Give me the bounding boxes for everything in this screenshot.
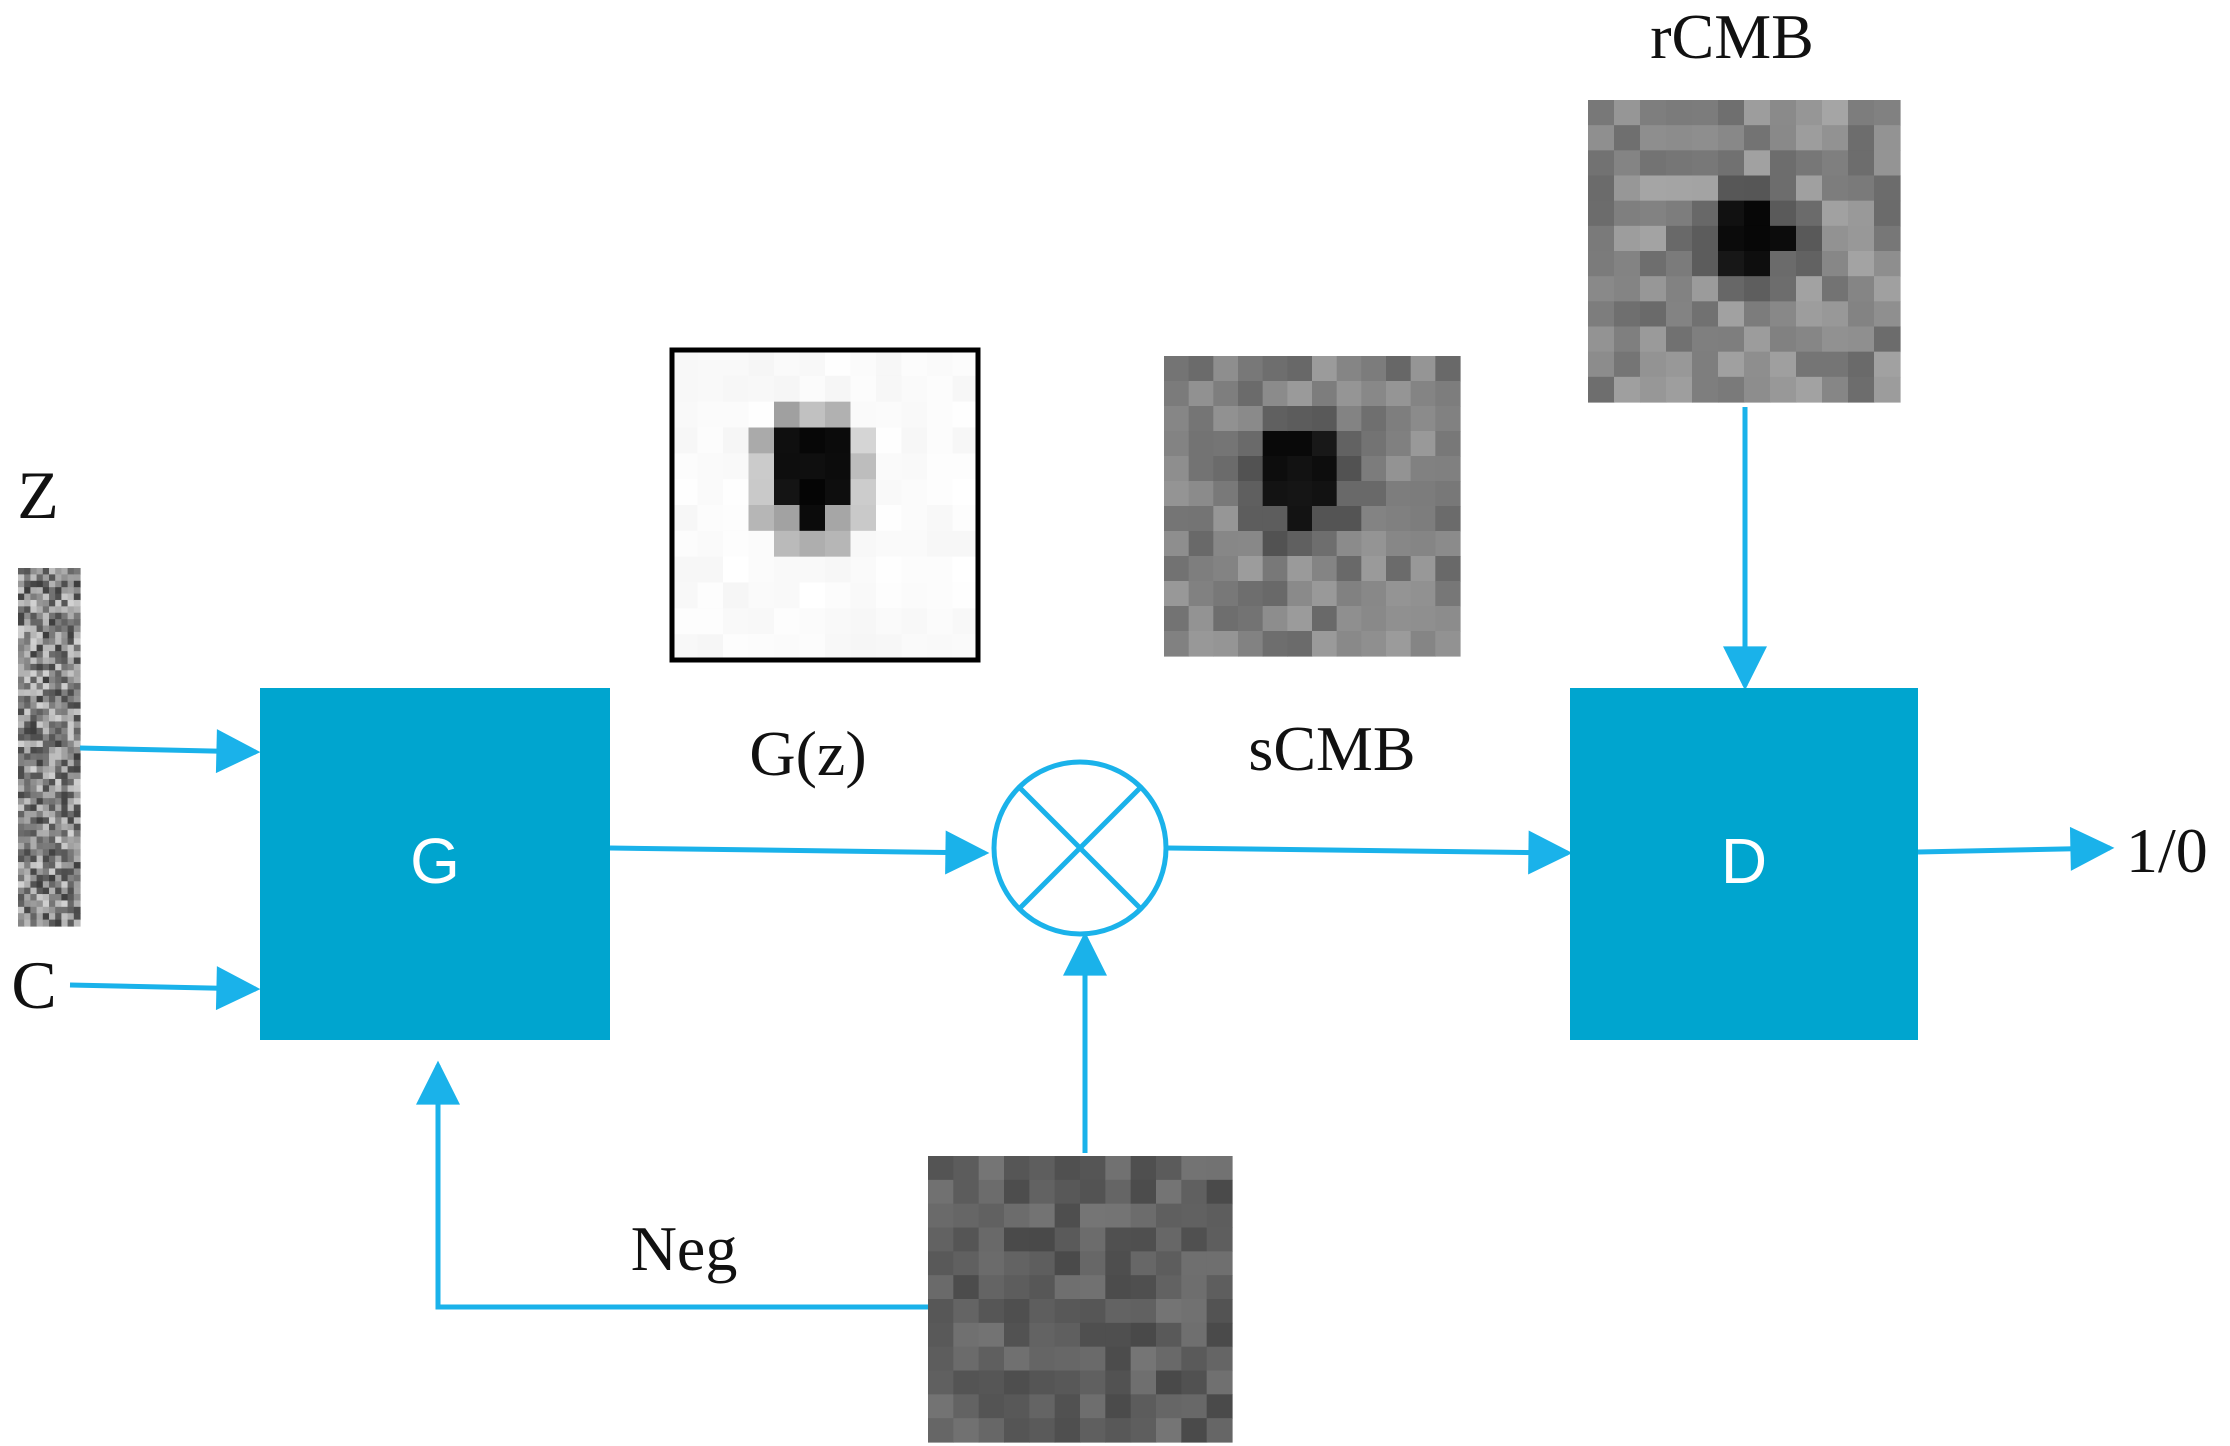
z-label: Z — [17, 457, 59, 533]
c-label: C — [11, 947, 56, 1023]
arrow-neg-to-g — [416, 1060, 928, 1310]
neg-label: Neg — [631, 1213, 738, 1284]
output-label: 1/0 — [2126, 815, 2208, 886]
arrow-multiply-to-d — [1167, 830, 1573, 875]
generated-patch-image — [669, 347, 981, 663]
discriminator-block — [1570, 688, 1918, 1040]
discriminator-label: D — [1721, 825, 1767, 897]
connectors — [69, 407, 2115, 1310]
scmb-label: sCMB — [1248, 713, 1415, 784]
multiply-operator-icon — [991, 759, 1169, 937]
arrow-g-to-multiply — [609, 830, 990, 875]
arrow-c-to-g — [69, 966, 261, 1011]
arrow-z-to-g — [79, 729, 261, 774]
rcmb-label: rCMB — [1650, 1, 1814, 72]
arrow-d-to-output — [1917, 826, 2115, 871]
synthetic-cmb-patch-image — [1164, 356, 1461, 657]
negative-patch-image — [928, 1156, 1233, 1443]
gz-label: G(z) — [749, 718, 866, 789]
noise-vector-image — [18, 568, 81, 927]
real-cmb-patch-image — [1588, 100, 1901, 403]
generator-block — [260, 688, 610, 1040]
generator-label: G — [410, 825, 460, 897]
